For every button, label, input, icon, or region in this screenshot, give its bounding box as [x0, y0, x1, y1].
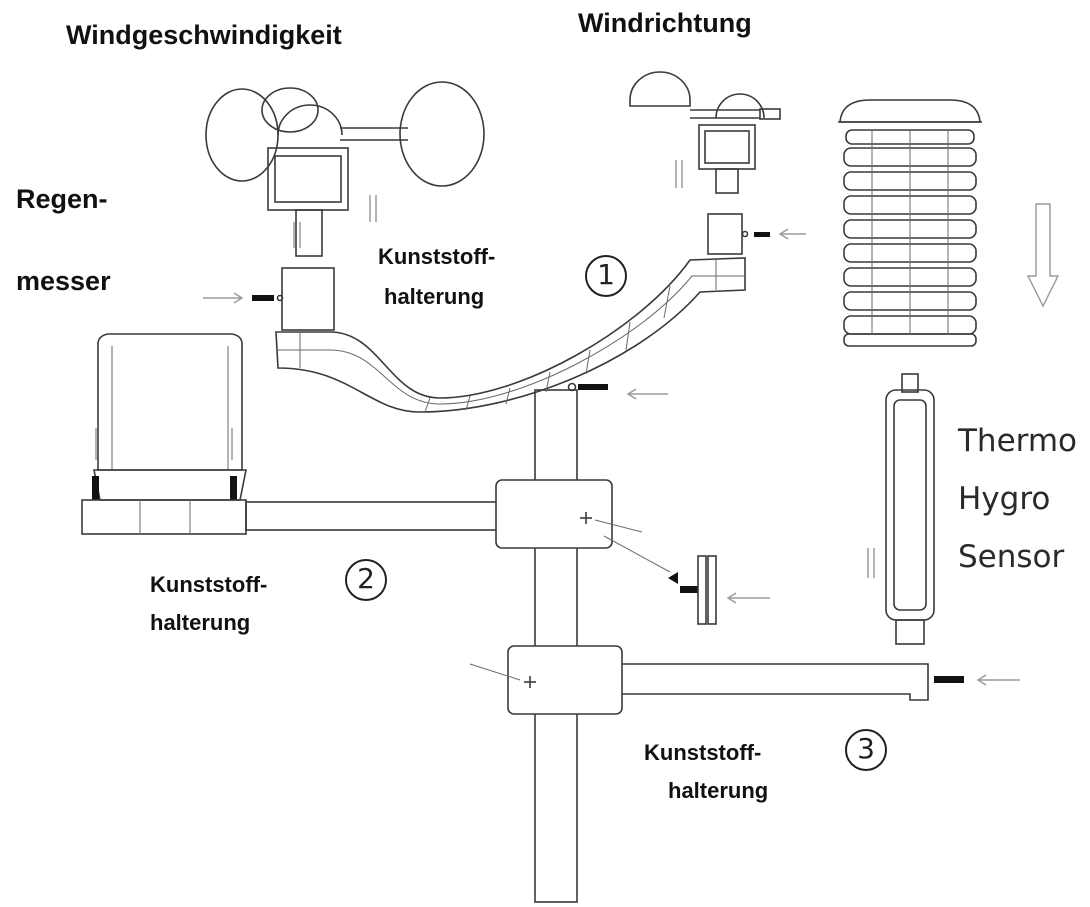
fastener-assembly	[668, 555, 770, 625]
rain-gauge	[92, 333, 247, 501]
step-2-number: 2	[357, 562, 375, 595]
sensor-label-line3: Sensor	[958, 539, 1065, 575]
bracket-2	[81, 479, 671, 573]
wind-vane	[629, 71, 806, 255]
bracket-1-label-line1: Kunststoff-	[378, 244, 496, 269]
bracket-3-label-line1: Kunststoff-	[644, 740, 762, 765]
bracket-2-label-line2: halterung	[150, 610, 251, 635]
step-1-number: 1	[597, 258, 615, 291]
bolt-upper	[567, 382, 668, 400]
thermo-hygro-sensor-body	[867, 373, 935, 645]
radiation-shield	[838, 99, 1060, 347]
step-3-number: 3	[857, 732, 875, 765]
rain-gauge-label-line2: messer	[16, 266, 111, 296]
wind-direction-label: Windrichtung	[578, 8, 752, 38]
sensor-label-line2: Hygro	[958, 481, 1051, 517]
bracket-2-label-line1: Kunststoff-	[150, 572, 268, 597]
sensor-label-line1: Thermo	[958, 423, 1078, 459]
bracket-3	[469, 645, 1020, 715]
bracket-1	[203, 257, 746, 413]
rain-gauge-label-line1: Regen-	[16, 184, 108, 214]
wind-speed-label: Windgeschwindigkeit	[66, 20, 342, 50]
bracket-3-label-line2: halterung	[668, 778, 769, 803]
bracket-1-label-line2: halterung	[384, 284, 485, 309]
anemometer	[205, 81, 485, 257]
